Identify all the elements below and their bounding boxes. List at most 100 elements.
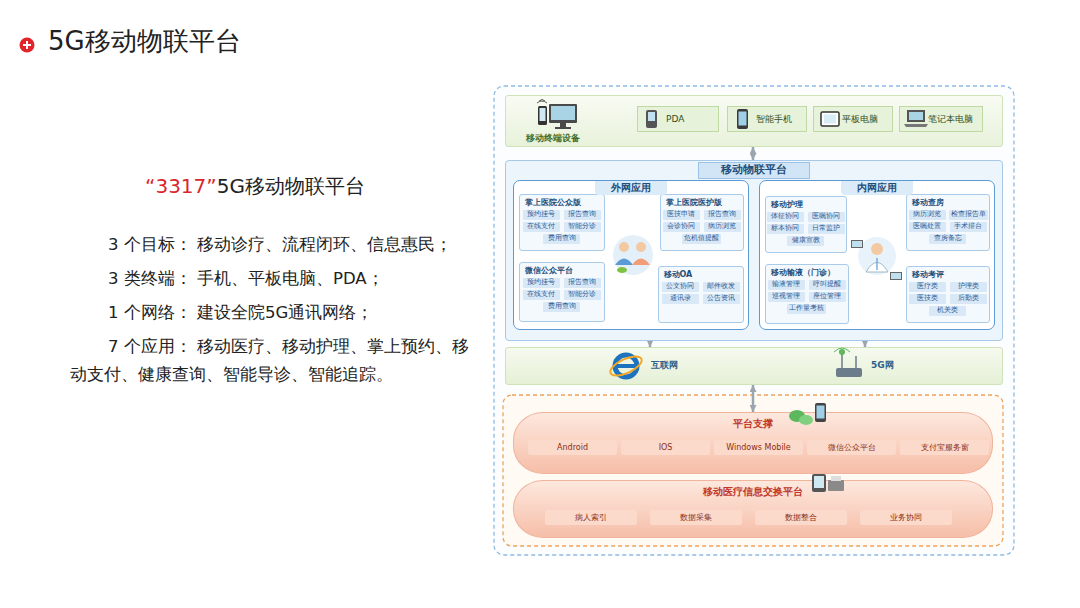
terminal-band: 移动终端设备PDA智能手机平板电脑笔记本电脑	[505, 95, 1003, 147]
node-text: 手术排台	[954, 223, 982, 230]
support-item: 支付宝服务窗	[900, 440, 989, 455]
support-layer: 平台支撑AndroidIOSWindows Mobile微信公众平台支付宝服务窗	[513, 412, 993, 474]
app-item: 输液管理	[768, 280, 805, 290]
router-icon	[834, 348, 862, 377]
network-band: 互联网 5G网	[505, 347, 1003, 385]
node-text: 医疗类	[917, 283, 938, 290]
internet-icon	[608, 352, 645, 379]
node-text: 医嘱协同	[812, 213, 840, 220]
node-text: 机关类	[937, 307, 958, 314]
network-panel: 内网应用移动护理体征协同医嘱协同标本协同日常监护健康宣教移动查房病历浏览检查报告…	[759, 180, 995, 330]
node-text: 病历浏览	[708, 223, 736, 230]
app-item: 机关类	[929, 306, 966, 316]
node-text: 移动物联平台	[698, 162, 810, 179]
app-item: 报告查询	[564, 278, 601, 288]
app-item: 报告查询	[704, 210, 741, 220]
support-item: 病人索引	[545, 510, 637, 525]
node-text: 预约挂号	[527, 211, 555, 218]
app-item: 公告资讯	[703, 294, 740, 304]
node-text: 巡视管理	[772, 293, 800, 300]
phone-icon	[737, 109, 748, 129]
title-wrap: 5G移动物联平台	[48, 27, 241, 57]
app-section: 移动输液（门诊）输液管理呼叫提醒巡视管理座位管理工作量考核	[765, 264, 849, 324]
node-text: 智能手机	[756, 114, 792, 124]
node-text: 后勤类	[958, 295, 979, 302]
outer-frame	[494, 86, 1014, 555]
node-text: 检查报告单	[951, 211, 986, 218]
node-text: 内网应用	[841, 181, 913, 195]
node-text: 工作量考核	[789, 305, 824, 312]
app-section: 掌上医院医护版医技申请报告查询会诊协同病历浏览危机值提醒	[660, 194, 744, 251]
app-item: 智能分诊	[564, 222, 601, 232]
support-item: 业务协同	[860, 510, 952, 525]
node-text: 会诊协同	[667, 223, 695, 230]
app-item: 护理类	[950, 282, 987, 292]
node-text: 病历浏览	[913, 211, 941, 218]
summary-line: 1 个网络： 建设全院5G通讯网络；	[70, 299, 470, 327]
node-text: 业务协同	[890, 513, 922, 522]
terminal-box: 智能手机	[727, 106, 807, 132]
node-text: 外网应用	[595, 181, 667, 195]
support-region	[503, 395, 1003, 546]
app-item: 医嘱处置	[909, 222, 946, 232]
app-item: 医技类	[909, 294, 946, 304]
node-text: 掌上医院公众版	[525, 198, 581, 207]
node-text: 数据采集	[680, 513, 712, 522]
node-text: 邮件收发	[707, 283, 735, 290]
pda-icon	[646, 110, 657, 128]
app-item: 呼叫提醒	[809, 280, 846, 290]
summary-paragraphs: 3 个目标： 移动诊疗、流程闭环、信息惠民；3 类终端： 手机、平板电脑、PDA…	[70, 231, 470, 395]
support-item: 数据采集	[650, 510, 742, 525]
support-layer: 移动医疗信息交换平台病人索引数据采集数据整合业务协同	[513, 480, 993, 538]
app-item: 通讯录	[662, 294, 699, 304]
node-text: 费用查询	[548, 235, 576, 242]
doctor-icon	[851, 237, 902, 280]
node-text: 移动考评	[912, 270, 944, 279]
platform-band: 移动物联平台外网应用掌上医院公众版预约挂号报告查询在线支付智能分诊费用查询掌上医…	[505, 160, 1003, 341]
node-text: 报告查询	[568, 279, 596, 286]
terminal-icon	[537, 100, 577, 130]
node-text: 互联网	[651, 360, 678, 370]
node-text: 呼叫提醒	[813, 281, 841, 288]
app-item: 健康宣教	[787, 236, 824, 246]
app-item: 医嘱协同	[808, 212, 845, 222]
node-text: 移动护理	[771, 200, 803, 209]
app-item: 预约挂号	[523, 210, 560, 220]
subtitle-text: 5G移动物联平台	[217, 174, 365, 198]
app-section: 微信公众平台预约挂号报告查询在线支付智能分诊费用查询	[519, 262, 605, 322]
node-text: Android	[557, 443, 588, 452]
app-item: 在线支付	[523, 222, 560, 232]
node-text: PDA	[666, 114, 684, 124]
terminal-box: PDA	[637, 106, 719, 132]
double-arrow	[752, 385, 755, 412]
title-icon-plus	[23, 41, 31, 49]
node-text: 护理类	[958, 283, 979, 290]
node-text: 移动OA	[664, 270, 693, 279]
summary-line: 3 个目标： 移动诊疗、流程闭环、信息惠民；	[70, 231, 470, 259]
app-item: 费用查询	[543, 234, 580, 244]
node-text: 公告资讯	[707, 295, 735, 302]
node-text: 危机值提醒	[684, 235, 719, 242]
app-item: 危机值提醒	[682, 234, 721, 244]
app-item: 手术排台	[950, 222, 987, 232]
support-item: 数据整合	[755, 510, 847, 525]
node-text: 病人索引	[575, 513, 607, 522]
node-text: Windows Mobile	[726, 443, 791, 452]
app-item: 智能分诊	[564, 290, 601, 300]
node-text: 预约挂号	[527, 279, 555, 286]
app-item: 工作量考核	[787, 304, 826, 314]
app-section: 掌上医院公众版预约挂号报告查询在线支付智能分诊费用查询	[519, 194, 605, 251]
exchange-icon	[812, 474, 844, 492]
node-text: 5G网	[871, 360, 894, 370]
node-text: 座位管理	[813, 293, 841, 300]
node-text: 微信公众平台	[525, 266, 573, 275]
app-item: 后勤类	[950, 294, 987, 304]
node-text: 医技类	[917, 295, 938, 302]
node-text: 平板电脑	[842, 114, 878, 124]
node-text: 公文协同	[666, 283, 694, 290]
app-item: 体征协同	[767, 212, 804, 222]
node-text: 医嘱处置	[913, 223, 941, 230]
node-text: 平台支撑	[733, 418, 773, 430]
double-arrow	[752, 147, 755, 160]
page-title: 5G移动物联平台	[48, 27, 241, 57]
